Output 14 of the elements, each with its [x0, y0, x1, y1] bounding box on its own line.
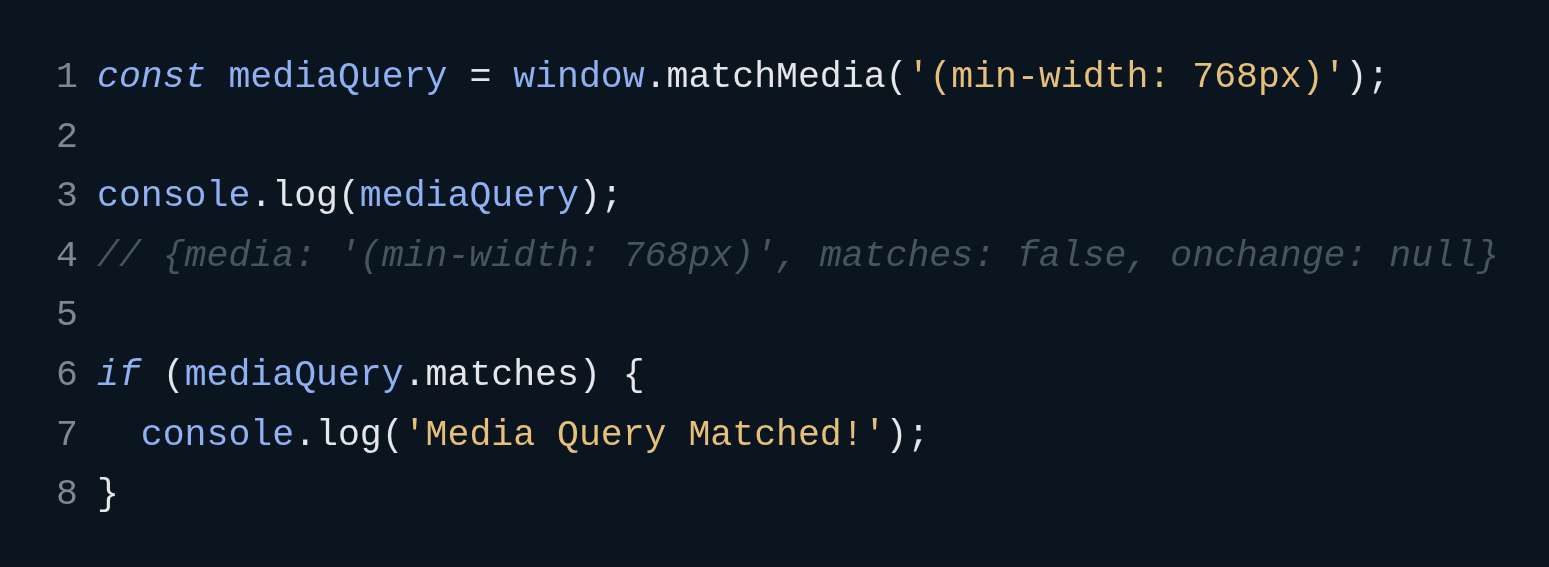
code-line: console.log('Media Query Matched!');: [139, 413, 930, 458]
line-number: 7: [55, 413, 78, 458]
code-line: // {media: '(min-width: 768px)', matches: false, onchange: null}: [97, 234, 1499, 279]
code-line: const mediaQuery = window.matchMedia('(min-width: 768px)');: [97, 56, 1390, 100]
line-number: 1: [55, 56, 78, 100]
code-line: console.log(mediaQuery);: [97, 175, 623, 220]
line-number: 2: [55, 115, 78, 160]
line-number: 6: [55, 354, 78, 398]
line-number: 4: [55, 234, 78, 279]
code-line: }: [97, 473, 119, 518]
code-line: if (mediaQuery.matches) {: [97, 354, 645, 398]
line-number: 5: [55, 294, 78, 339]
line-number: 3: [55, 175, 78, 220]
line-number: 8: [55, 473, 78, 518]
